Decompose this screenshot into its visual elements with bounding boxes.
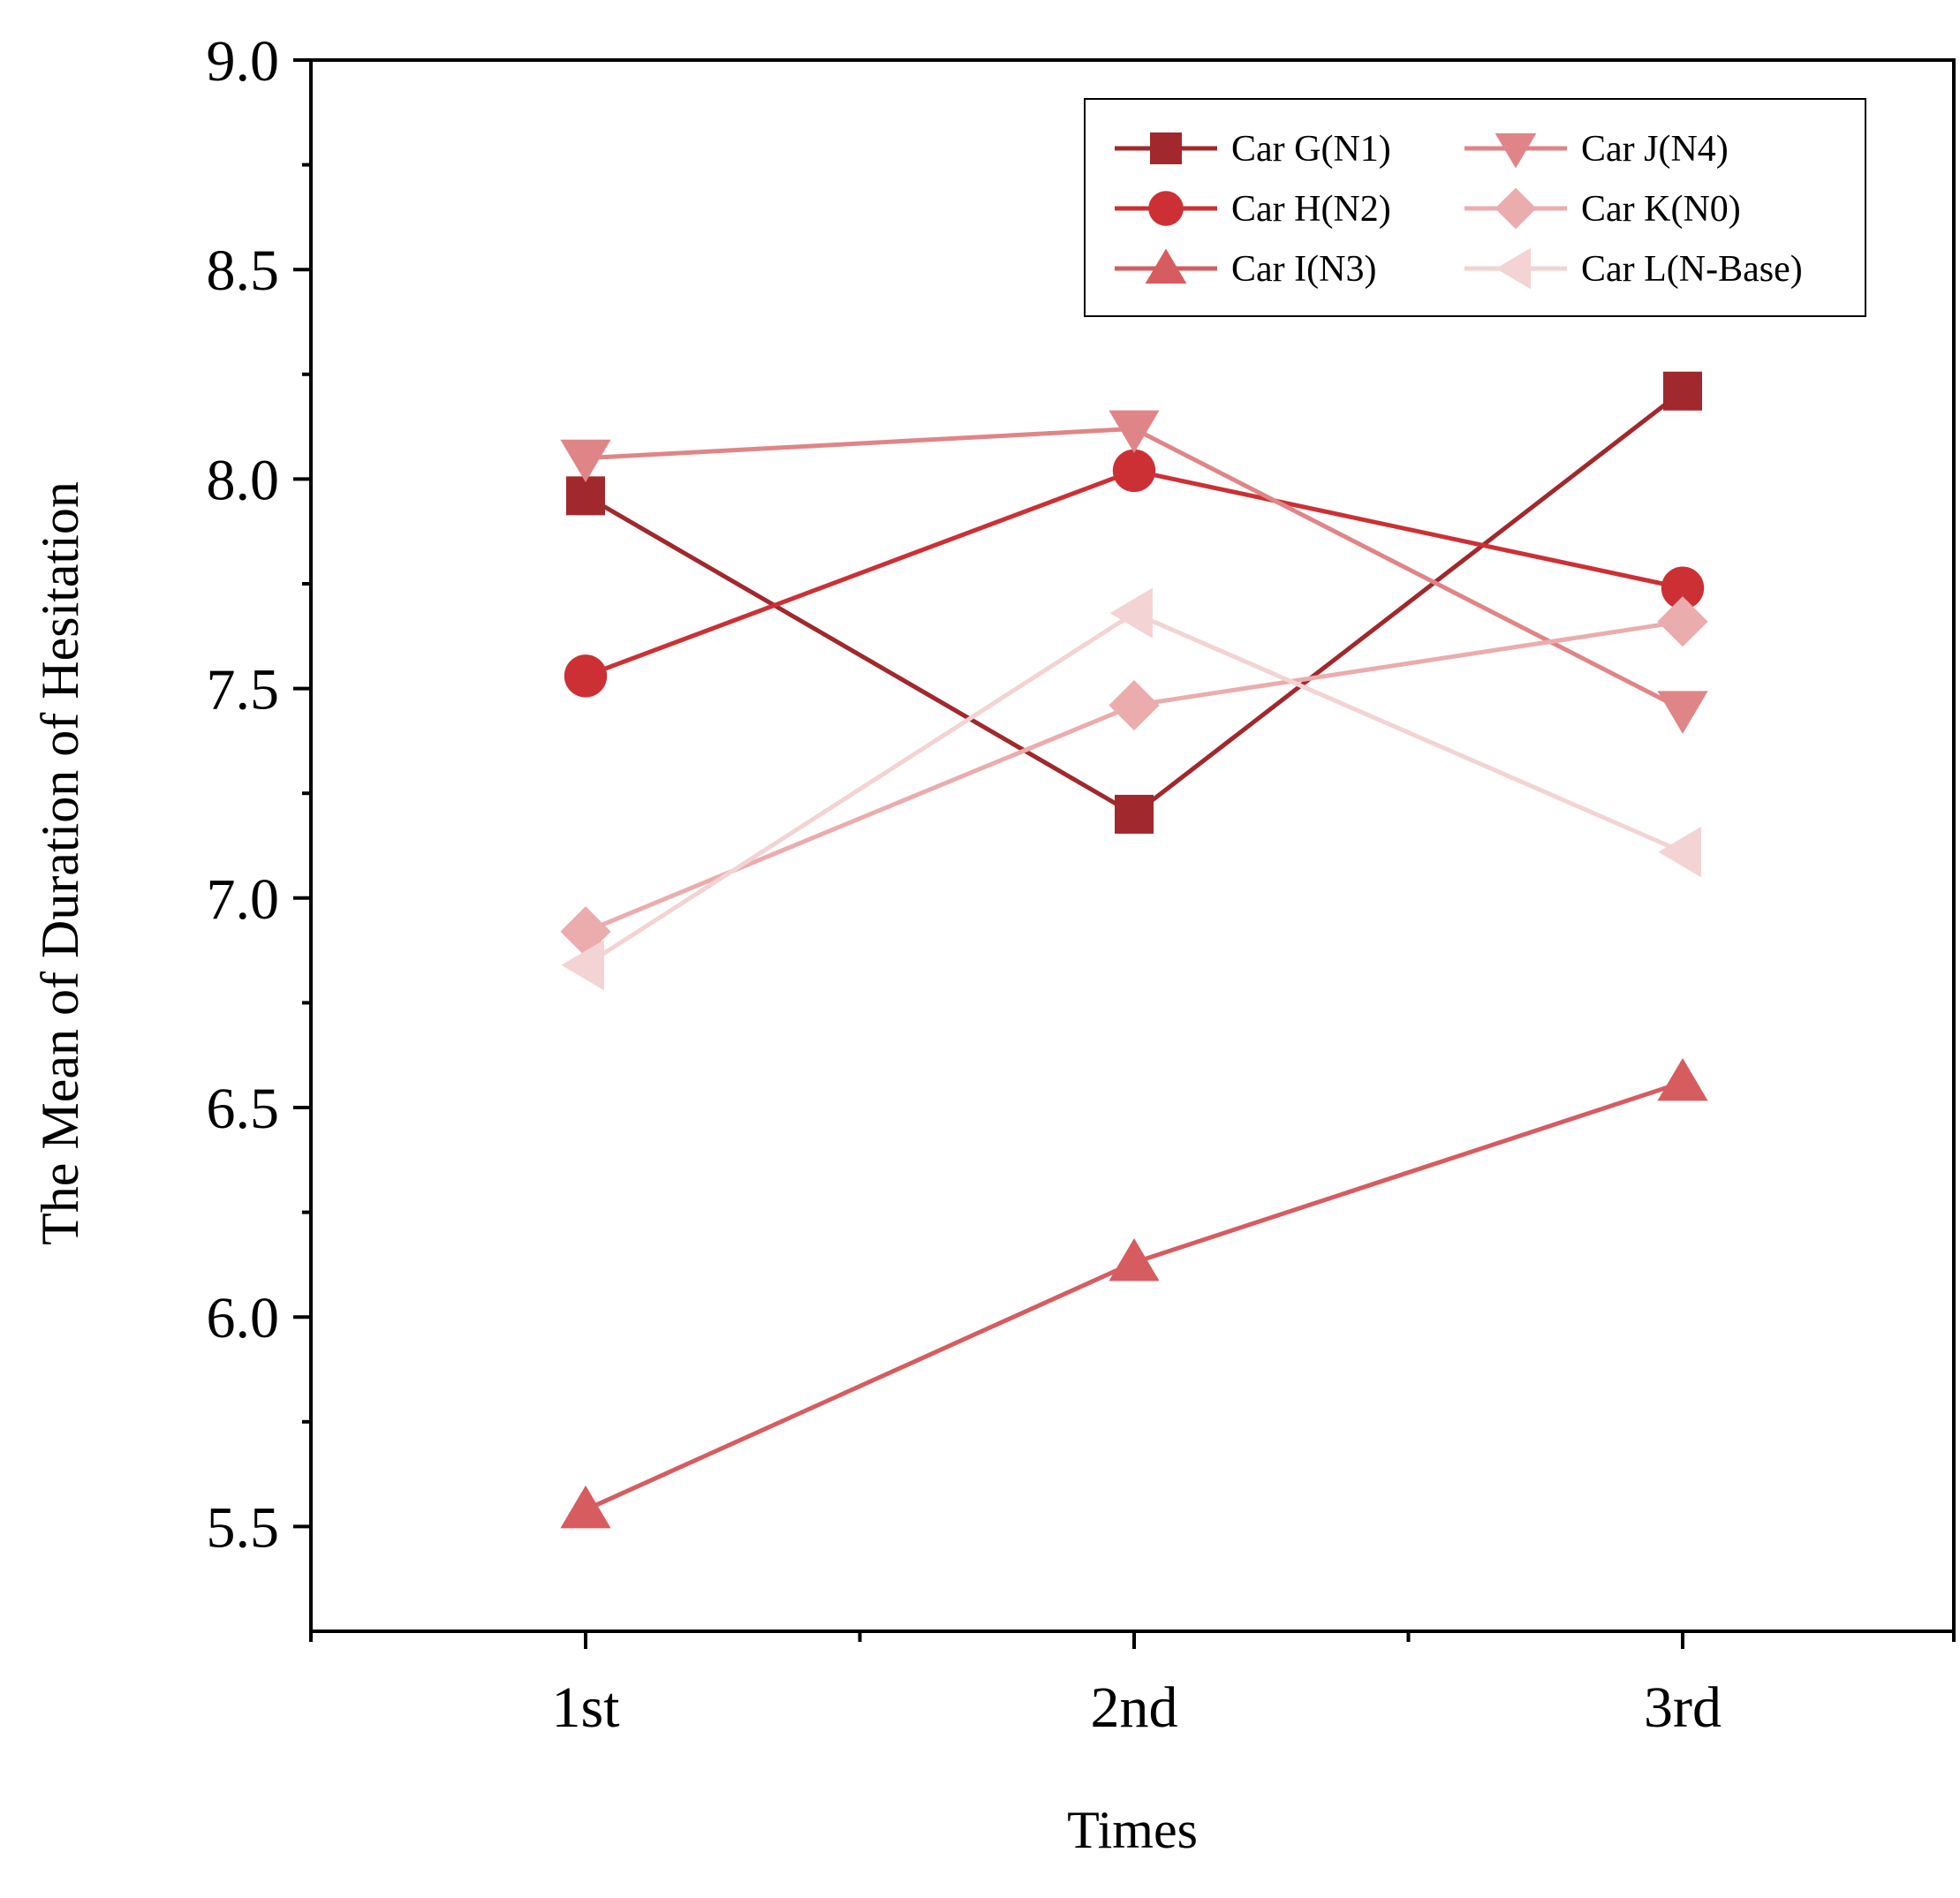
legend-item: Car K(N0) — [1464, 187, 1741, 230]
series-line — [584, 610, 1684, 967]
y-tick-label: 7.5 — [207, 658, 280, 722]
series-car-l-n-base — [561, 587, 1701, 991]
series-car-i-n3 — [560, 1058, 1708, 1529]
data-point — [560, 1485, 611, 1529]
legend-marker — [1495, 132, 1537, 169]
data-point — [1109, 587, 1153, 639]
y-tick-label: 8.5 — [207, 238, 280, 303]
y-axis: 5.5 6.0 6.5 7.0 7.5 8.0 8.5 9.0 — [207, 29, 311, 1560]
data-point — [1658, 827, 1701, 878]
y-tick-label: 7.0 — [207, 867, 280, 932]
legend-label: Car G(N1) — [1231, 129, 1391, 170]
legend-marker — [1150, 132, 1182, 164]
series-car-k-n0 — [560, 596, 1708, 957]
y-tick-label: 6.0 — [207, 1286, 280, 1350]
legend-marker — [1145, 248, 1187, 284]
series-car-g-n1 — [566, 371, 1702, 834]
legend-item: Car G(N1) — [1115, 129, 1391, 170]
x-tick-label: 2nd — [1091, 1675, 1178, 1740]
legend-marker — [1495, 247, 1532, 290]
x-axis: 1st 2nd 3rd — [309, 1631, 1956, 1740]
series-line — [584, 1080, 1684, 1512]
legend-item: Car J(N4) — [1464, 129, 1729, 170]
data-point — [1109, 1238, 1160, 1282]
legend-marker — [1495, 187, 1537, 230]
legend-label: Car H(N2) — [1231, 189, 1391, 230]
data-point — [1109, 410, 1160, 453]
y-tick-label: 6.5 — [207, 1077, 280, 1141]
y-tick-label: 8.0 — [207, 448, 280, 512]
data-point — [1661, 566, 1705, 609]
legend-label: Car I(N3) — [1231, 249, 1376, 290]
data-point — [561, 940, 604, 991]
data-point — [1109, 679, 1160, 731]
legend-marker — [1148, 191, 1184, 226]
series-car-h-n2 — [564, 449, 1705, 698]
data-point — [1112, 449, 1156, 493]
legend-label: Car L(N-Base) — [1581, 249, 1803, 290]
x-axis-title: Times — [1067, 1801, 1198, 1859]
series-line — [585, 619, 1684, 934]
x-tick-label: 1st — [551, 1675, 619, 1740]
legend-label: Car K(N0) — [1581, 189, 1741, 230]
data-point — [1115, 794, 1154, 834]
legend: Car G(N1) Car H(N2) Car I(N3) Car J(N4) Car … — [1084, 98, 1866, 317]
legend-item: Car L(N-Base) — [1464, 247, 1803, 290]
y-tick-label: 9.0 — [207, 29, 280, 94]
data-point — [564, 654, 608, 698]
legend-label: Car J(N4) — [1581, 129, 1729, 170]
x-tick-label: 3rd — [1644, 1675, 1722, 1740]
y-tick-label: 5.5 — [207, 1495, 280, 1560]
data-point — [1657, 596, 1708, 647]
series-car-j-n4 — [560, 410, 1708, 734]
data-point — [1657, 691, 1708, 734]
y-axis-title: The Mean of Duration of Hesitation — [31, 481, 89, 1245]
data-point — [1657, 1058, 1708, 1101]
legend-item: Car I(N3) — [1115, 248, 1376, 290]
data-point — [560, 439, 611, 483]
legend-item: Car H(N2) — [1115, 189, 1391, 230]
data-point — [1663, 371, 1702, 411]
data-point — [566, 476, 605, 516]
series-layer — [560, 371, 1708, 1529]
